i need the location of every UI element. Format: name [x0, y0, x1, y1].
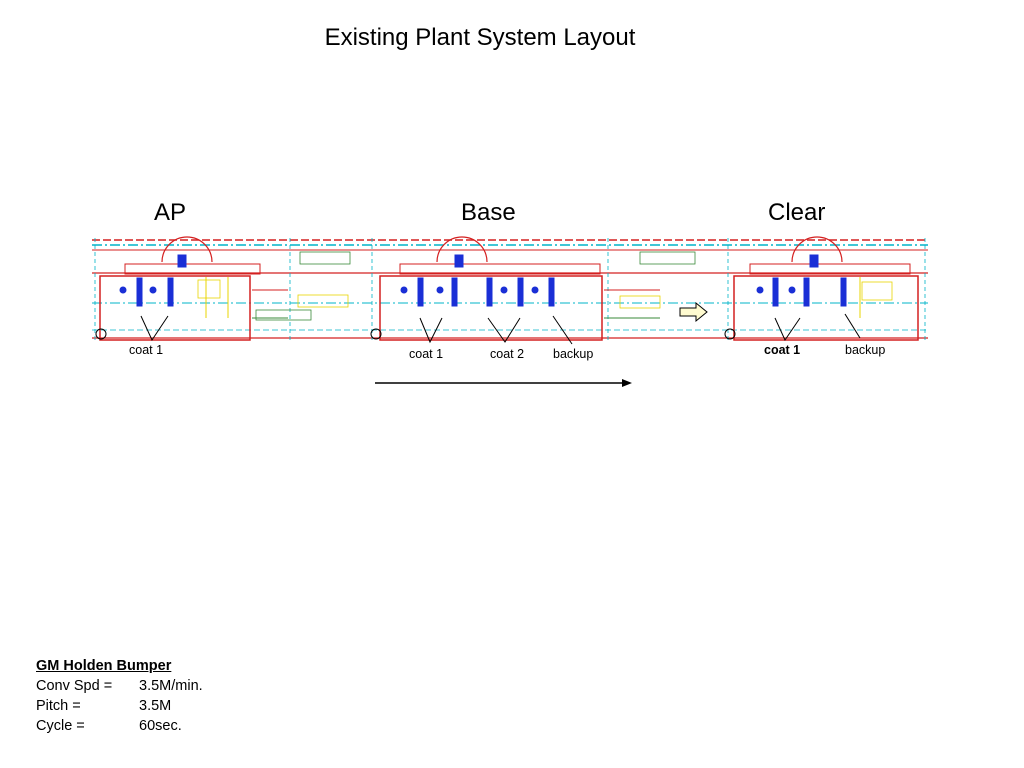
callout-base-coat1: coat 1: [409, 347, 444, 361]
callout-ap-coat1: coat 1: [129, 343, 164, 357]
section-label-ap: AP: [154, 199, 187, 226]
robot-icon: [809, 254, 819, 268]
robot-icon: [548, 277, 555, 307]
section-label-clear: Clear: [768, 199, 826, 226]
robot-icon: [531, 286, 539, 294]
robot-icon: [756, 286, 764, 294]
booth-clear: [733, 236, 919, 341]
flow-direction-arrow-icon: [375, 379, 632, 387]
booth-base: [379, 236, 661, 341]
spec-row: Conv Spd = 3.5M/min.: [36, 676, 203, 696]
callout-clear-backup: backup: [845, 343, 886, 357]
robot-icon: [436, 286, 444, 294]
spec-value: 60sec.: [139, 718, 182, 734]
booth-ap: [99, 236, 288, 341]
callout-clear-coat1: coat 1: [764, 343, 801, 357]
robot-icon: [400, 286, 408, 294]
spec-value: 3.5M/min.: [139, 678, 203, 694]
conveyor-rails: [92, 239, 928, 339]
robot-icon: [136, 277, 143, 307]
spec-key: Conv Spd =: [36, 678, 113, 694]
spec-row: Pitch = 3.5M: [36, 696, 203, 716]
spec-row: Cycle = 60sec.: [36, 716, 203, 736]
hollow-arrow-icon: [679, 301, 708, 323]
station-markers: [95, 328, 736, 340]
page-title: Existing Plant System Layout: [324, 24, 636, 51]
column-grid: [94, 238, 926, 342]
callout-base-backup: backup: [553, 347, 594, 361]
robot-icon: [167, 277, 174, 307]
spec-heading: GM Holden Bumper: [36, 658, 172, 674]
robot-icon: [417, 277, 424, 307]
robot-icon: [517, 277, 524, 307]
robot-icon: [772, 277, 779, 307]
robot-icon: [119, 286, 127, 294]
robot-icon: [803, 277, 810, 307]
callout-base-coat2: coat 2: [490, 347, 525, 361]
section-label-base: Base: [461, 199, 516, 226]
line-spec-block: GM Holden Bumper Conv Spd = 3.5M/min. Pi…: [36, 656, 203, 736]
callout-leaders: [140, 313, 861, 345]
robot-icons: [119, 254, 847, 307]
spec-key: Cycle =: [36, 718, 85, 734]
robot-icon: [486, 277, 493, 307]
robot-icon: [177, 254, 187, 268]
robot-icon: [500, 286, 508, 294]
robot-icon: [149, 286, 157, 294]
robot-icon: [454, 254, 464, 268]
robot-icon: [451, 277, 458, 307]
flash-off-zone: [255, 251, 696, 321]
robot-icon: [840, 277, 847, 307]
robot-icon: [788, 286, 796, 294]
spec-key: Pitch =: [36, 698, 81, 714]
spec-value: 3.5M: [139, 698, 172, 714]
